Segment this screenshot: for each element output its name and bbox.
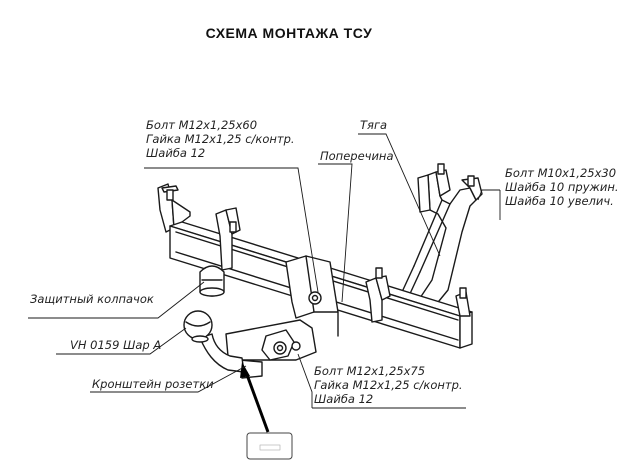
socket-arrow [240, 362, 270, 433]
hitch-plate [225, 319, 317, 379]
right-side-bracket [401, 169, 483, 313]
label-bolt-right: Болт М10х1,25х30 Шайба 10 пружин. Шайба … [505, 166, 619, 208]
socket-box [246, 432, 293, 460]
label-bolt-bottom: Болт М12х1,25х75 Гайка М12х1,25 с/контр.… [314, 364, 463, 406]
label-protective-cap: Защитный колпачок [30, 292, 154, 306]
diagram-title: СХЕМА МОНТАЖА ТСУ [205, 25, 373, 41]
protective-cap [199, 265, 225, 297]
ball-arm [183, 310, 245, 373]
label-bolt-top: Болт М12х1,25х60 Гайка М12х1,25 с/контр.… [146, 118, 295, 160]
label-poperechina: Поперечина [320, 149, 394, 163]
bolt-heads [166, 163, 475, 299]
label-socket-bracket: Кронштейн розетки [92, 377, 214, 391]
label-tyaga: Тяга [360, 118, 388, 132]
leader-lines [28, 133, 501, 409]
label-ball: VH 0159 Шар А [70, 338, 162, 352]
